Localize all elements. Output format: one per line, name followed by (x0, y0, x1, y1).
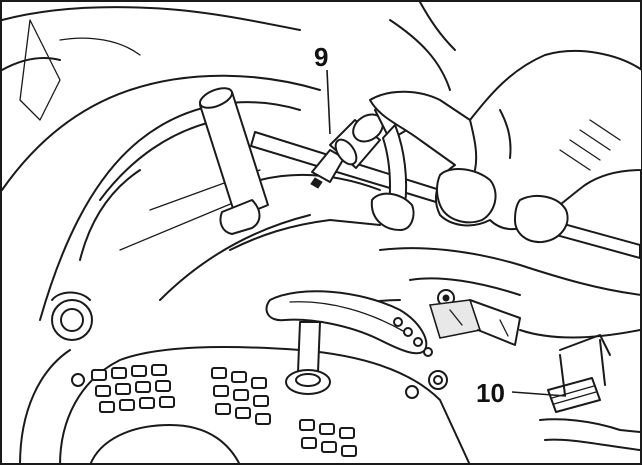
housing-bolt (51, 291, 93, 341)
choke-lever (539, 339, 641, 451)
leader-line-10 (511, 391, 567, 397)
callout-label-9: 9 (314, 42, 329, 72)
gloved-hand (369, 49, 642, 244)
starter-handle (265, 290, 448, 399)
starter-cover (19, 346, 471, 465)
leader-line-9 (326, 69, 331, 135)
carburetor-area (379, 247, 642, 356)
callout-label-10: 10 (476, 378, 505, 408)
vent-grid (91, 364, 357, 457)
